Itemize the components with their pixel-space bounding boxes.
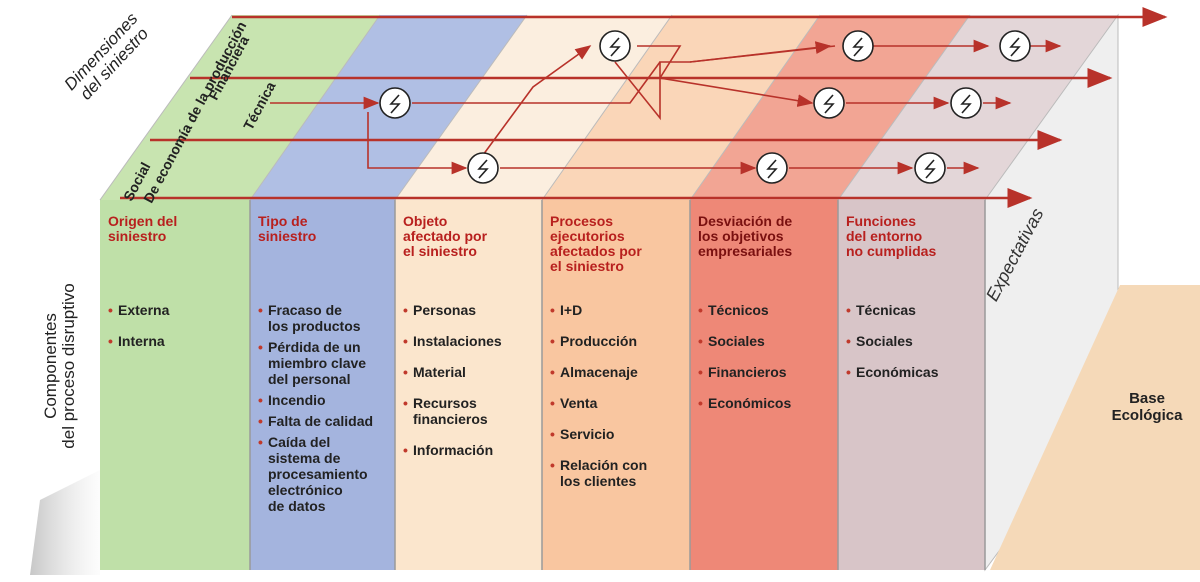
list-item: •I+D: [550, 302, 583, 318]
top-face: [100, 15, 1118, 200]
list-item: •Información: [403, 442, 494, 458]
column-title: Origen del siniestro: [108, 213, 178, 244]
column-objeto: Objeto afectado por el siniestro •Person…: [395, 200, 542, 570]
list-item: •Externa: [108, 302, 170, 318]
list-item: •Producción: [550, 333, 638, 349]
lightning-circle-icon: [950, 87, 982, 119]
base-ecologica-label: Base Ecológica: [1111, 390, 1183, 424]
list-item: •Venta: [550, 395, 598, 411]
column-tipo: Tipo de siniestro •Fracaso de los produc…: [250, 200, 395, 570]
lightning-circle-icon: [756, 152, 788, 184]
column-title: Tipo de siniestro: [258, 213, 317, 244]
front-face: [99, 14, 986, 570]
lightning-circle-icon: [999, 30, 1031, 62]
lightning-circle-icon: [467, 152, 499, 184]
event-flow: [270, 39, 1062, 175]
list-item: •Fracaso de los productos: [258, 302, 361, 334]
list-item: •Sociales: [846, 333, 913, 349]
list-item: •Falta de calidad: [258, 413, 374, 429]
list-item: •Económicos: [698, 395, 792, 411]
list-item: •Almacenaje: [550, 364, 638, 380]
column-procesos: Procesos ejecutorios afectados por el si…: [542, 200, 690, 570]
list-item: •Financieros: [698, 364, 787, 380]
list-item: •Caída del sistema de procesamiento elec…: [258, 434, 368, 514]
list-item: •Pérdida de un miembro clave del persona…: [258, 339, 367, 387]
list-item: •Técnicos: [698, 302, 769, 318]
base-ecologica: [990, 285, 1200, 570]
list-item: •Interna: [108, 333, 165, 349]
list-item: •Material: [403, 364, 466, 380]
event-nodes: [379, 30, 1031, 184]
lightning-circle-icon: [599, 30, 631, 62]
components-title: Componentes del proceso disruptivo: [41, 283, 78, 449]
column-origen: Origen del siniestro •Externa •Interna: [100, 200, 250, 570]
column-title: Desviación de los objetivos empresariale…: [698, 213, 793, 259]
column-title: Objeto afectado por el siniestro: [403, 213, 488, 259]
column-desviacion: Desviación de los objetivos empresariale…: [690, 200, 838, 570]
lightning-circle-icon: [813, 87, 845, 119]
list-item: •Personas: [403, 302, 477, 318]
lightning-circle-icon: [379, 87, 411, 119]
list-item: •Económicas: [846, 364, 939, 380]
list-item: •Incendio: [258, 392, 326, 408]
column-title: Funciones del entorno no cumplidas: [846, 213, 937, 259]
list-item: •Técnicas: [846, 302, 916, 318]
lightning-circle-icon: [842, 30, 874, 62]
lightning-circle-icon: [914, 152, 946, 184]
column-title: Procesos ejecutorios afectados por el si…: [550, 213, 642, 274]
list-item: •Recursos financieros: [403, 395, 488, 427]
list-item: •Sociales: [698, 333, 765, 349]
floor-shadow: [30, 470, 100, 575]
list-item: •Relación con los clientes: [550, 457, 648, 489]
dimension-arrows: [120, 7, 1168, 208]
list-item: •Instalaciones: [403, 333, 502, 349]
column-funciones: Funciones del entorno no cumplidas •Técn…: [838, 200, 985, 570]
list-item: •Servicio: [550, 426, 615, 442]
